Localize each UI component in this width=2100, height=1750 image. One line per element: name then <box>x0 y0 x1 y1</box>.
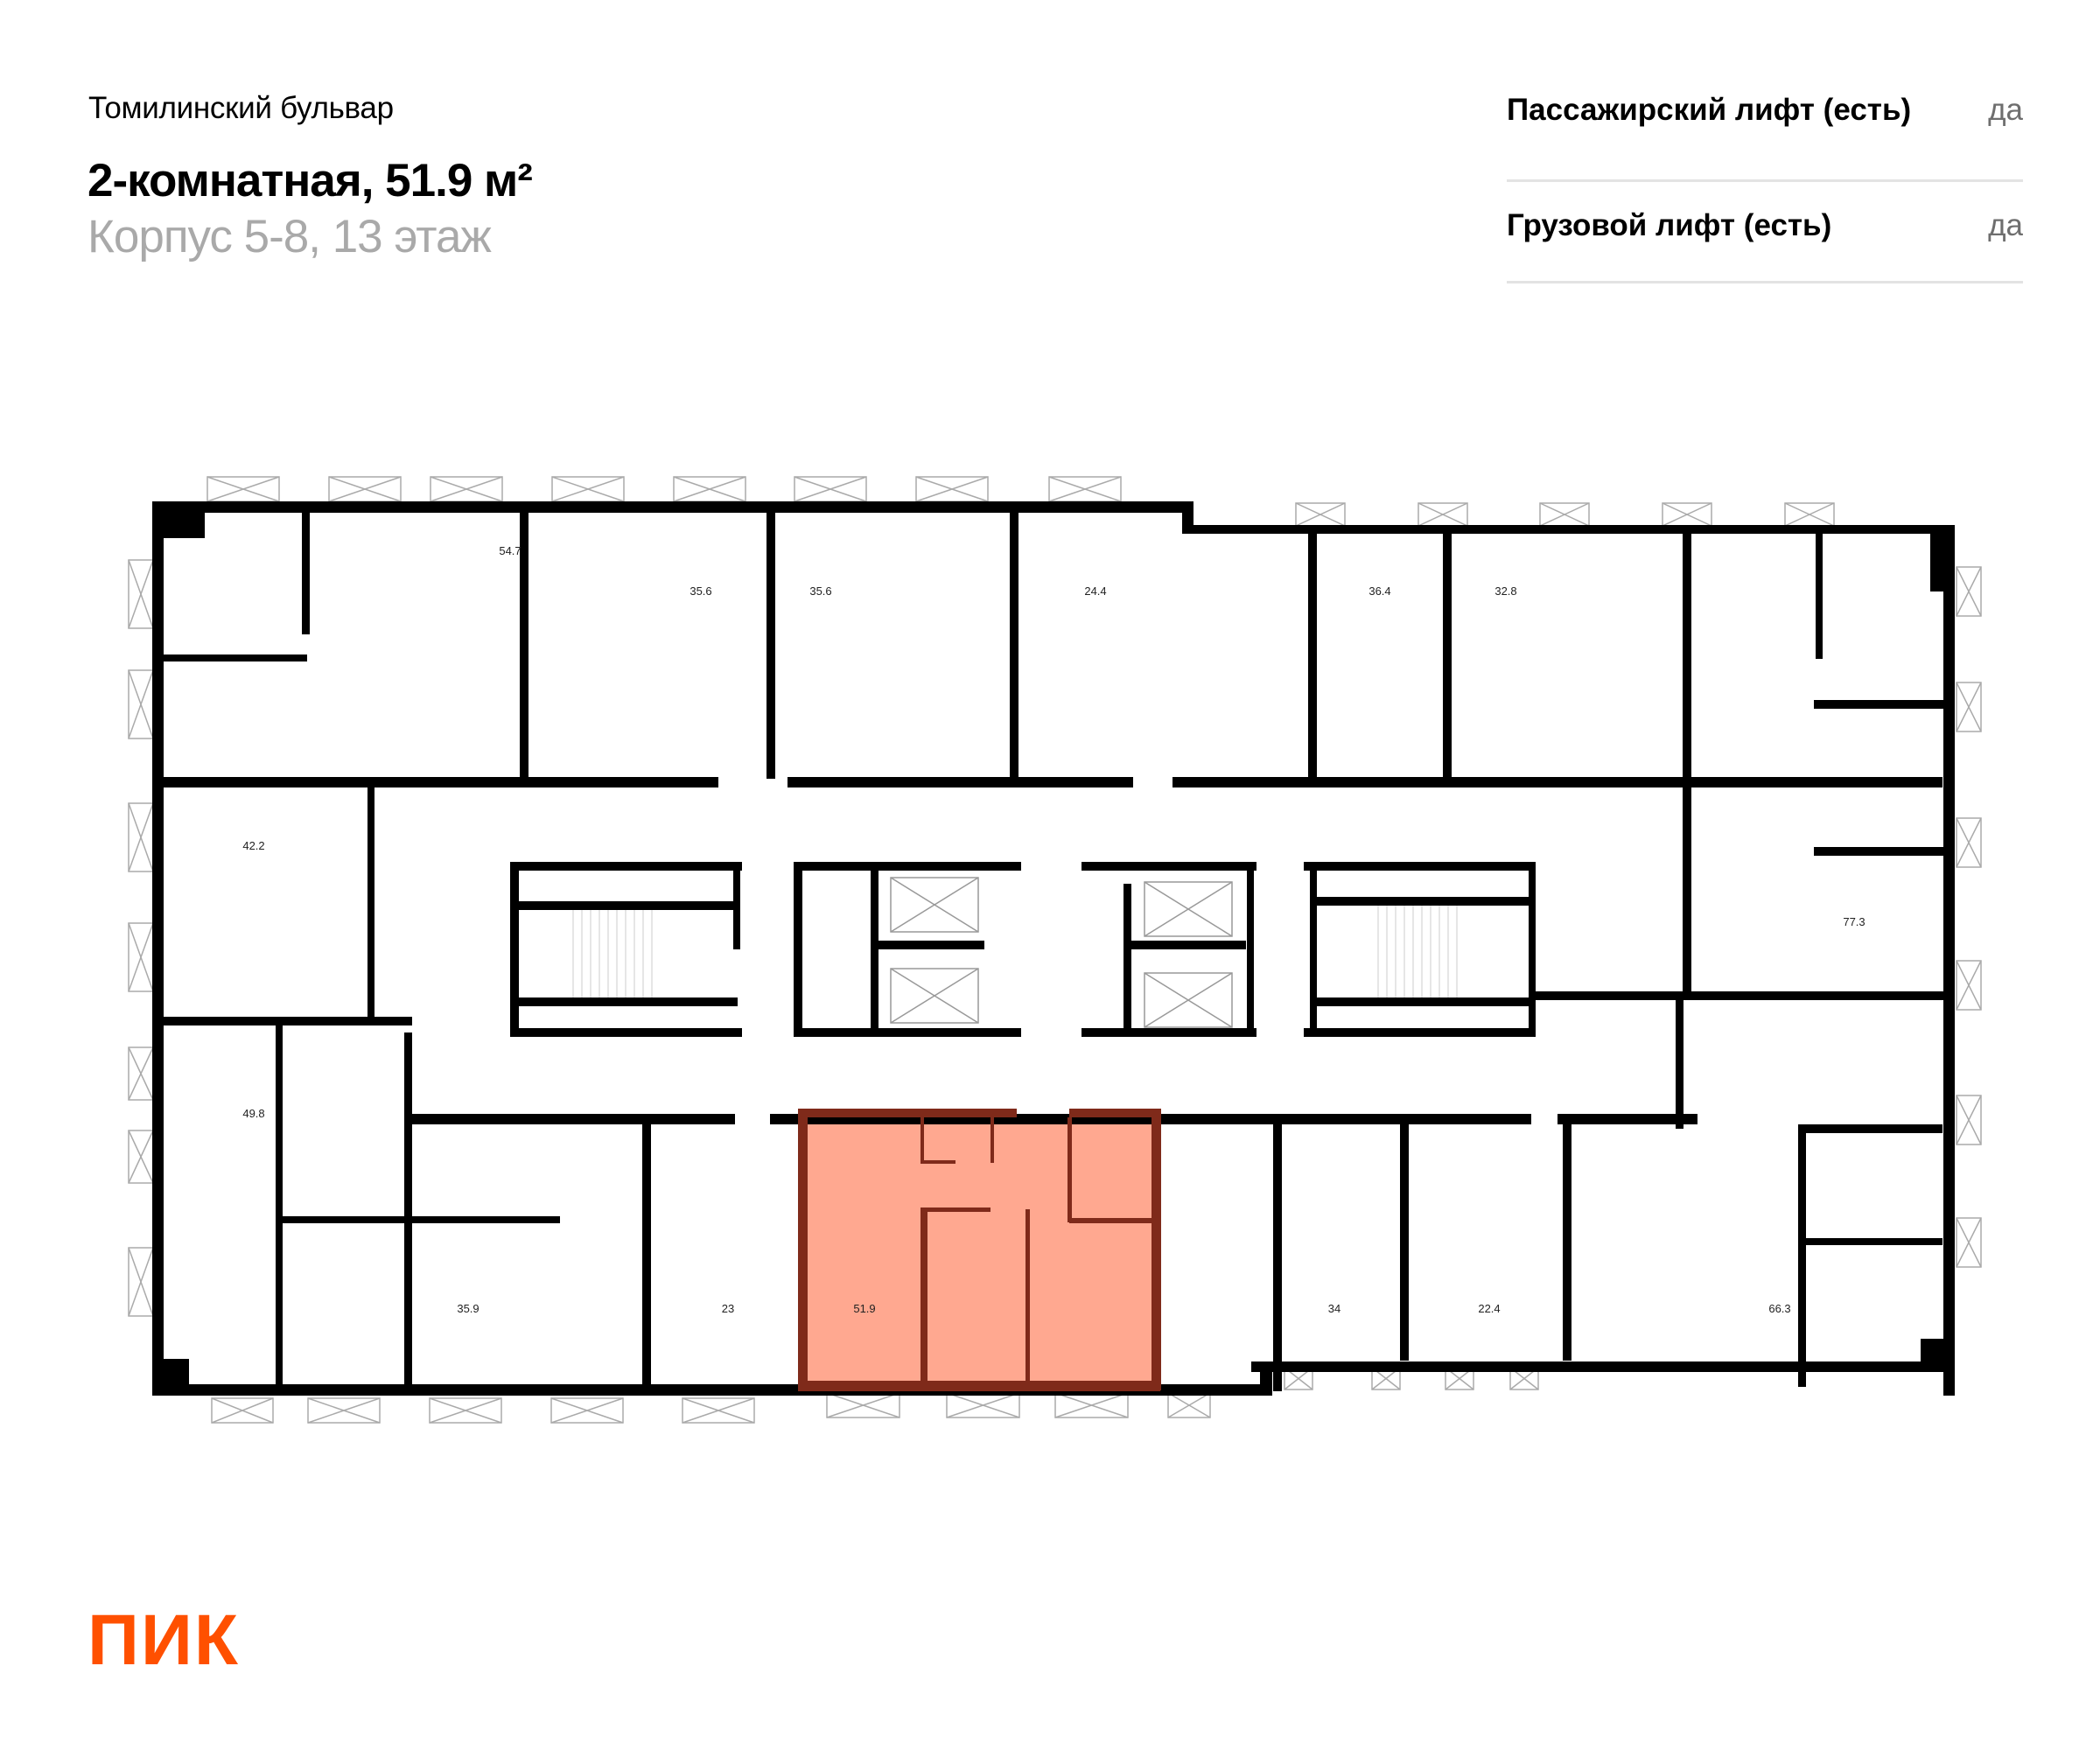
apartment-title: 2-комнатная, 51.9 м² <box>88 155 533 206</box>
stairs-icons <box>572 906 1458 998</box>
specs-list: Пассажирский лифт (есть) да Грузовой лиф… <box>1507 80 2023 284</box>
spec-passenger-lift: Пассажирский лифт (есть) да <box>1507 80 2023 182</box>
spec-value: да <box>1988 93 2023 127</box>
selected-apartment-walls <box>798 1109 1161 1391</box>
area-label: 32.8 <box>1494 584 1516 598</box>
area-label: 49.8 <box>242 1107 264 1120</box>
area-label-selected: 51.9 <box>853 1302 875 1315</box>
spec-label: Грузовой лифт (есть) <box>1507 208 1832 242</box>
spec-value: да <box>1988 208 2023 242</box>
area-label: 35.6 <box>690 584 711 598</box>
pik-logo[interactable]: ПИК <box>88 1600 240 1680</box>
area-label: 34 <box>1328 1302 1340 1315</box>
walls <box>152 501 1955 1396</box>
area-label: 66.3 <box>1768 1302 1790 1315</box>
area-label: 24.4 <box>1084 584 1106 598</box>
selected-apartment[interactable] <box>805 1117 1160 1390</box>
area-label: 54.7 <box>499 544 521 557</box>
area-labels: 54.7 35.6 35.6 24.4 36.4 32.8 42.2 49.8 … <box>242 544 1865 1315</box>
spec-label: Пассажирский лифт (есть) <box>1507 93 1912 127</box>
area-label: 36.4 <box>1368 584 1390 598</box>
area-label: 22.4 <box>1478 1302 1500 1315</box>
area-label: 23 <box>722 1302 734 1315</box>
spec-freight-lift: Грузовой лифт (есть) да <box>1507 182 2023 284</box>
project-name: Томилинский бульвар <box>88 91 394 125</box>
area-label: 77.3 <box>1843 915 1865 928</box>
area-label: 42.2 <box>242 839 264 852</box>
elevator-icons <box>890 877 1233 1028</box>
area-label: 35.6 <box>809 584 831 598</box>
area-label: 35.9 <box>457 1302 479 1315</box>
building-floor-subtitle: Корпус 5-8, 13 этаж <box>88 211 492 262</box>
